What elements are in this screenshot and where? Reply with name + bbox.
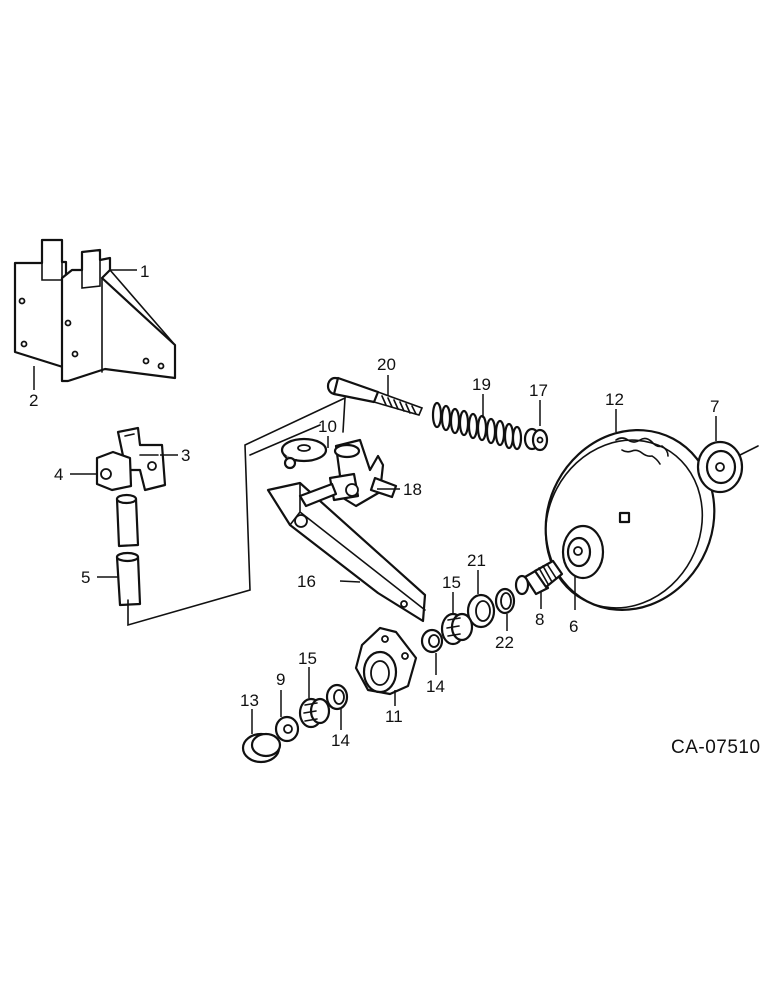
callout-4: 4: [54, 465, 63, 484]
yoke-assembly-18: [298, 438, 398, 508]
washer-9: [274, 715, 300, 743]
callout-16: 16: [297, 572, 316, 591]
callout-7: 7: [710, 397, 719, 416]
callout-11: 11: [385, 707, 403, 726]
bearing-cone-15-left: [298, 697, 331, 729]
callout-15-right: 15: [442, 573, 461, 592]
callout-19: 19: [472, 375, 491, 394]
callout-13: 13: [240, 691, 259, 710]
washer-17: [523, 427, 549, 452]
callout-15-left: 15: [298, 649, 317, 668]
washer-7: [696, 440, 759, 494]
callout-9: 9: [276, 670, 285, 689]
disc-blade-12: [544, 429, 716, 611]
callout-10: 10: [318, 417, 337, 436]
callout-14-left: 14: [331, 731, 350, 750]
callout-2: 2: [29, 391, 38, 410]
callout-1: 1: [140, 262, 149, 281]
spindle-8: [514, 559, 564, 596]
clamp-10: [280, 437, 328, 470]
bracket-plate-2: [13, 238, 68, 370]
callout-12: 12: [605, 390, 624, 409]
bearing-cup-14-right: [420, 628, 444, 654]
callout-21: 21: [467, 551, 486, 570]
bearing-cup-14-left: [325, 683, 349, 711]
bolt-20: [326, 376, 424, 416]
callout-14-right: 14: [426, 677, 445, 696]
seal-22: [494, 587, 516, 615]
callout-22: 22: [495, 633, 514, 652]
callout-8: 8: [535, 610, 544, 629]
bracket-plate-1: [60, 248, 177, 383]
scraper-arm-16: [266, 481, 427, 623]
hinge-clamp-3: [116, 426, 167, 492]
bearing-cone-15-right: [440, 612, 474, 646]
callout-20: 20: [377, 355, 396, 374]
callout-5: 5: [81, 568, 90, 587]
callout-18: 18: [403, 480, 422, 499]
bearing-cup-21: [466, 593, 496, 629]
dust-cap-13: [241, 732, 282, 764]
drawing-code: CA-07510: [671, 737, 761, 758]
callout-17: 17: [529, 381, 548, 400]
callout-3: 3: [181, 446, 190, 465]
hinge-half-4: [95, 450, 133, 492]
kit-outline: [127, 397, 346, 627]
bearing-housing-11: [354, 626, 418, 696]
callout-6: 6: [569, 617, 578, 636]
pin-upper: [115, 493, 140, 548]
hub-6: [561, 524, 605, 580]
callout-labels: 1 2 3 4 5 6 7 8 9 10 11 12 13 14 14 15 1…: [29, 262, 719, 750]
spring-19: [431, 401, 523, 451]
leader-lines: [33, 269, 717, 734]
pin-5: [115, 551, 142, 607]
